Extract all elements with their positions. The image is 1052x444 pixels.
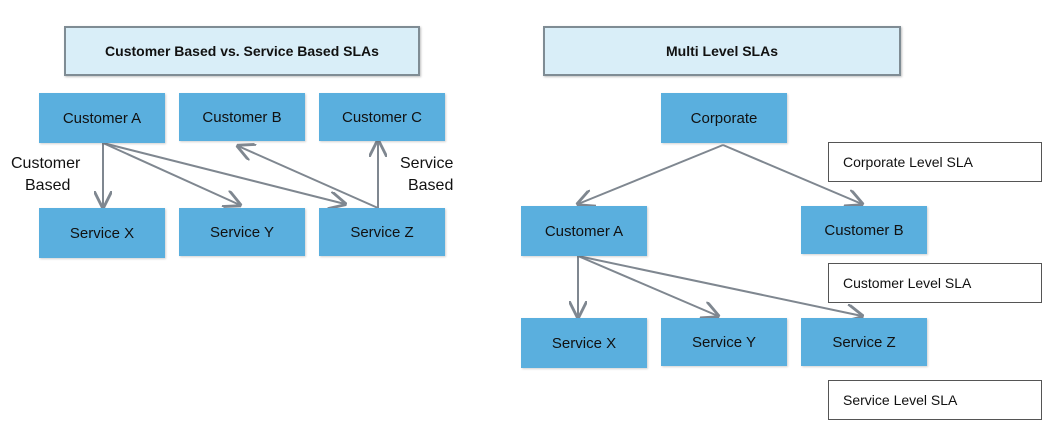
customer-b-node: Customer B [179,93,305,141]
arrow-corp-custA [578,144,724,204]
corporate-level-sla-label: Corporate Level SLA [828,142,1042,182]
service-based-label: Service Based [400,153,453,197]
left-panel-title: Customer Based vs. Service Based SLAs [64,26,420,76]
arrow-custA-servY [102,142,240,205]
arrow-rcustA-servY [577,255,718,316]
service-z-node: Service Z [319,208,445,256]
service-based-line1: Service [400,155,454,172]
service-x-node: Service X [39,208,165,258]
customer-based-line1: Customer [11,155,81,172]
customer-a-node: Customer A [39,93,165,143]
customer-based-line2: Based [25,177,71,194]
service-based-line2: Based [407,177,454,194]
arrow-rcustA-servZ [577,255,862,316]
arrow-custA-servZ [102,142,345,204]
arrow-corp-custB [722,144,862,204]
arrow-servZ-custB [238,146,379,209]
customer-c-node: Customer C [319,93,445,141]
customer-based-label: Customer Based [11,153,80,197]
right-service-y-node: Service Y [661,318,787,366]
right-panel-title: Multi Level SLAs [543,26,901,76]
customer-level-sla-label: Customer Level SLA [828,263,1042,303]
right-service-x-node: Service X [521,318,647,368]
right-service-z-node: Service Z [801,318,927,366]
service-level-sla-label: Service Level SLA [828,380,1042,420]
right-customer-b-node: Customer B [801,206,927,254]
service-y-node: Service Y [179,208,305,256]
right-customer-a-node: Customer A [521,206,647,256]
corporate-node: Corporate [661,93,787,143]
